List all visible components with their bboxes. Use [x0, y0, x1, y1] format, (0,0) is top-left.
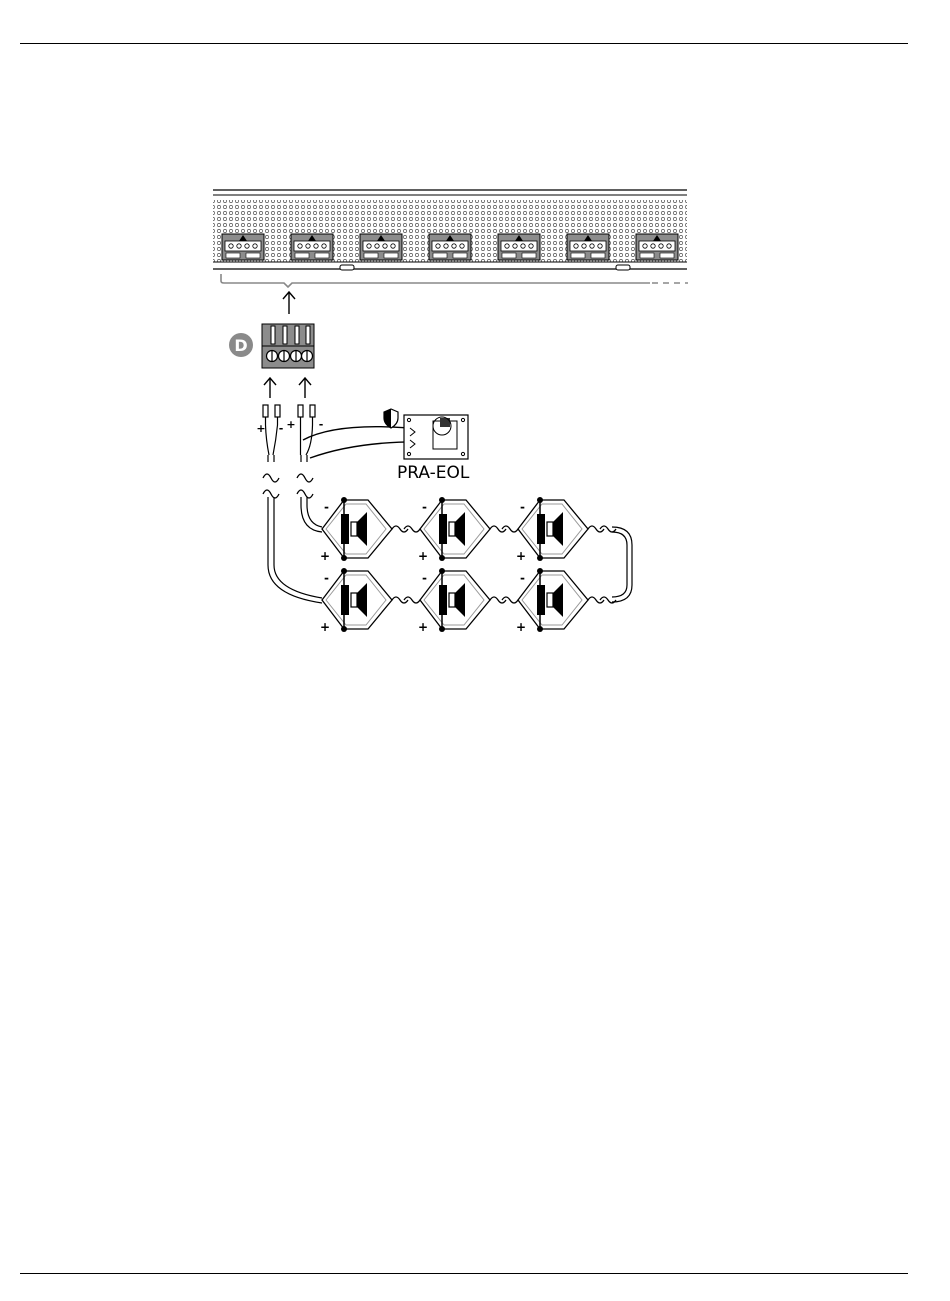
arrow-up-icon — [299, 378, 311, 398]
row1-plus-3: + — [516, 549, 526, 563]
row1-minus-1: - — [324, 500, 329, 514]
return-plus-label: + — [286, 418, 295, 431]
output-connector — [636, 234, 678, 260]
pra-eol-module — [404, 415, 468, 459]
row1-plus-1: + — [320, 549, 330, 563]
input-minus-label: - — [279, 422, 284, 435]
loudspeaker-icon — [518, 497, 616, 561]
cable-break-icon — [263, 474, 279, 498]
cable-break-icon — [297, 474, 313, 498]
shield-icon — [384, 409, 398, 428]
loudspeaker-icon — [518, 568, 616, 632]
loudspeaker-icon — [322, 568, 420, 632]
return-cable — [298, 405, 315, 462]
row2-minus-3: - — [520, 571, 525, 585]
eol-device-label: PRA-EOL — [397, 463, 470, 483]
output-connector — [360, 234, 402, 260]
row1-plus-2: + — [418, 549, 428, 563]
loudspeaker-icon — [420, 568, 518, 632]
output-connector — [222, 234, 264, 260]
row2-plus-2: + — [418, 620, 428, 634]
output-connector — [498, 234, 540, 260]
row2-minus-1: - — [324, 571, 329, 585]
output-connector — [291, 234, 333, 260]
return-minus-label: - — [319, 418, 324, 431]
row2-plus-3: + — [516, 620, 526, 634]
row1-minus-2: - — [422, 500, 427, 514]
amplifier-panel — [213, 190, 688, 287]
output-connector — [567, 234, 609, 260]
badge-letter: D — [234, 336, 247, 355]
row2-minus-2: - — [422, 571, 427, 585]
loudspeaker-icon — [420, 497, 518, 561]
row1-minus-3: - — [520, 500, 525, 514]
input-plus-label: + — [256, 422, 265, 435]
badge-d: D — [229, 333, 253, 357]
output-connector — [429, 234, 471, 260]
arrow-up-icon — [264, 378, 276, 398]
row2-plus-1: + — [320, 620, 330, 634]
loudspeaker-icon — [322, 497, 420, 561]
arrow-up-icon — [283, 292, 295, 314]
terminal-block — [262, 324, 314, 368]
